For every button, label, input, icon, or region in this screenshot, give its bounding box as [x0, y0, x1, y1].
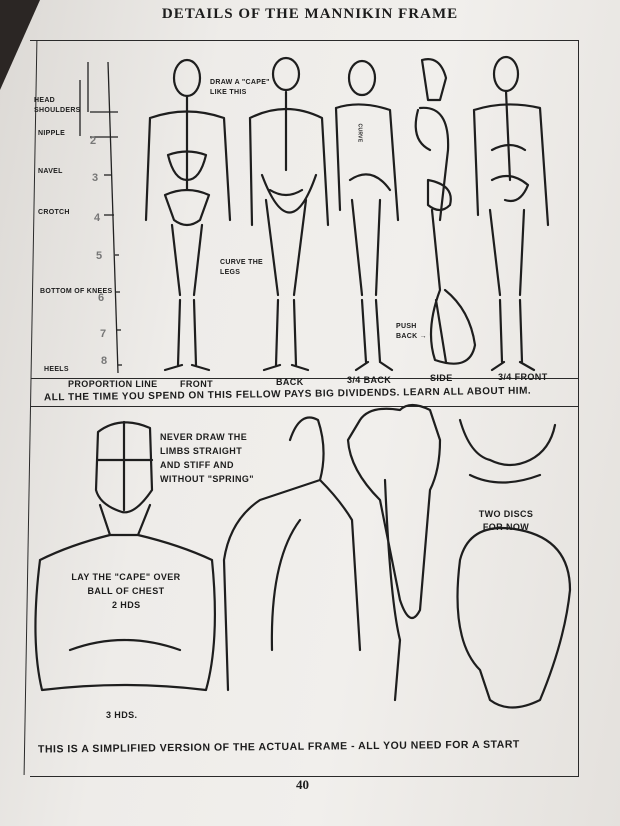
pencil-number: 3: [92, 172, 99, 184]
figure-side: [414, 58, 477, 365]
note-push-back: PUSH BACK →: [396, 323, 427, 340]
panel-divider: [31, 406, 578, 407]
view-label-side: SIDE: [430, 373, 453, 383]
figure-front: [144, 58, 232, 372]
figure-back: [248, 56, 330, 372]
view-label-three-quarter-front: 3/4 FRONT: [498, 372, 548, 382]
note-curve-spine: CURVE: [356, 123, 363, 143]
view-label-back: BACK: [276, 377, 304, 387]
view-label-front: FRONT: [180, 379, 213, 389]
pelvis-and-legs-drawing: [346, 403, 442, 702]
back-shoulder-drawing: [222, 416, 362, 692]
note-lay-cape: LAY THE "CAPE" OVER BALL OF CHEST: [71, 572, 181, 596]
figure-three-quarter-back: [334, 59, 400, 372]
pelvis-and-shoulder-drawing: [456, 418, 572, 709]
pencil-number: 4: [94, 212, 101, 224]
pencil-number: 8: [101, 355, 108, 367]
note-draw-cape: DRAW A "CAPE" LIKE THIS: [210, 79, 270, 96]
pencil-number: 6: [98, 292, 105, 304]
dark-corner: [0, 0, 40, 90]
page-number: 40: [296, 777, 309, 792]
label-navel: NAVEL: [38, 168, 63, 175]
note-never-draw-limbs: NEVER DRAW THE LIMBS STRAIGHT AND STIFF …: [160, 432, 254, 484]
view-label-proportion-line: PROPORTION LINE: [68, 379, 158, 389]
label-nipple: NIPPLE: [38, 130, 66, 137]
label-bottom-of-knees: BOTTOM OF KNEES: [40, 288, 113, 295]
view-label-three-quarter-back: 3/4 BACK: [347, 375, 392, 385]
pencil-number: 2: [90, 135, 97, 147]
illustration-frame: [30, 40, 579, 777]
label-shoulders: SHOULDERS: [34, 107, 81, 114]
page-title: DETAILS OF THE MANNIKIN FRAME: [161, 6, 459, 22]
pencil-number: 5: [96, 250, 103, 262]
label-heels: HEELS: [44, 366, 69, 373]
head-and-chest-drawing: [34, 420, 216, 692]
note-curve-legs: CURVE THE LEGS: [220, 259, 264, 276]
note-two-discs: TWO DISCS FOR NOW: [478, 509, 534, 532]
top-panel-baseline: [31, 378, 578, 379]
note-2-heads: 2 HDS: [112, 600, 141, 610]
pencil-number: 7: [100, 328, 107, 340]
figure-three-quarter-front: [472, 55, 550, 372]
label-crotch: CROTCH: [38, 209, 70, 216]
note-3-heads: 3 HDS.: [106, 710, 138, 720]
label-head: HEAD: [34, 97, 56, 104]
